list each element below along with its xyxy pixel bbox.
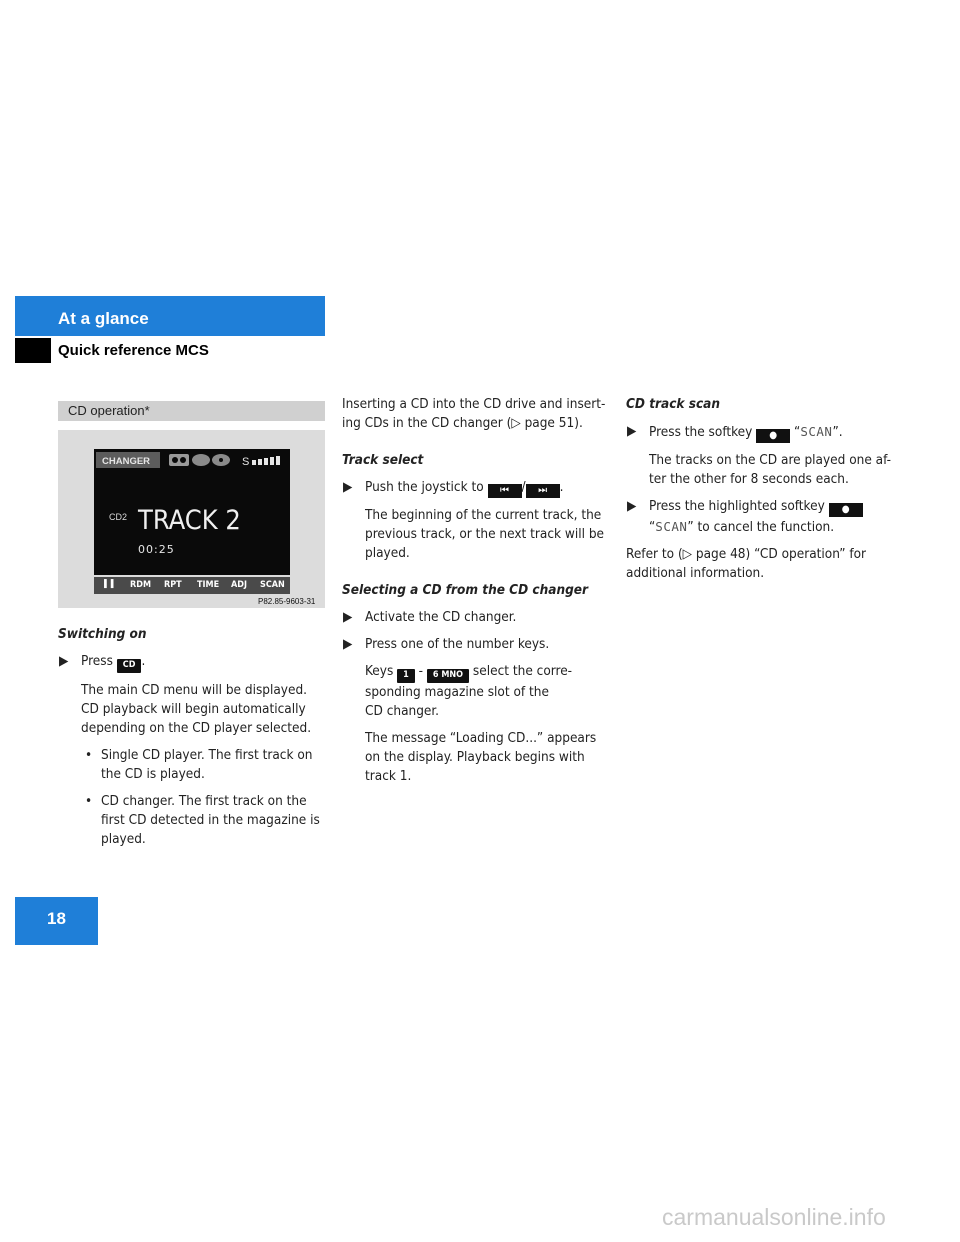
cd-display-screen: CHANGER S CD2 TRACK 2 00:25 xyxy=(94,449,290,575)
figure-reference: P82.85-9603-31 xyxy=(258,597,316,606)
cd-operation-reference: Refer to (▷ page 48) “CD operation” for … xyxy=(626,546,867,581)
step-arrow-icon: ▶ xyxy=(343,636,353,652)
softkey-bar: ❚❚ RDM RPT TIME ADJ SCAN xyxy=(94,577,290,594)
loading-message-description: The message “Loading CD...” appears on t… xyxy=(365,730,597,784)
signal-label: S xyxy=(242,456,249,468)
skip-back-icon: ⏮ xyxy=(487,484,522,498)
inserting-cd-intro: Inserting a CD into the CD drive and ins… xyxy=(342,396,606,431)
cd-display-svg: CHANGER S CD2 TRACK 2 00:25 xyxy=(94,449,290,575)
switching-on-description: The main CD menu will be displayed. CD p… xyxy=(81,682,312,736)
heading-track-scan: CD track scan xyxy=(626,396,720,412)
bullet-dot-icon: • xyxy=(85,747,93,763)
step-arrow-icon: ▶ xyxy=(627,498,637,514)
section-header-bar xyxy=(15,296,325,336)
scan-description: The tracks on the CD are played one af- … xyxy=(649,452,892,487)
track-select-description: The beginning of the current track, the … xyxy=(365,507,605,561)
step-push-joystick: ▶ Push the joystick to ⏮/⏭. xyxy=(343,479,564,498)
softkey-pause[interactable]: ❚❚ xyxy=(102,579,116,589)
track-display: TRACK 2 xyxy=(137,505,241,536)
changer-tab xyxy=(96,452,160,468)
number-keys-description: Keys 1 - 6 MNO select the corre- spondin… xyxy=(365,663,573,719)
column-switching-on: Switching on ▶ Press CD. The main CD men… xyxy=(58,625,330,849)
softkey-adj[interactable]: ADJ xyxy=(231,580,248,590)
subsection-marker xyxy=(15,338,51,363)
softkey-dot-icon: ● xyxy=(756,429,791,443)
skip-forward-icon: ⏭ xyxy=(525,484,560,498)
cd-number: CD2 xyxy=(109,512,127,522)
figure-caption-bar xyxy=(58,401,325,421)
softkey-rdm[interactable]: RDM xyxy=(130,580,152,590)
figure-caption: CD operation* xyxy=(68,403,150,418)
step-arrow-icon: ▶ xyxy=(343,479,353,495)
key-6-mno-icon: 6 MNO xyxy=(426,669,470,683)
media-icons xyxy=(169,454,230,466)
heading-track-select: Track select xyxy=(342,452,424,468)
heading-select-cd: Selecting a CD from the CD changer xyxy=(342,582,589,598)
step-cancel-scan: ▶ Press the highlighted softkey ● “SCAN”… xyxy=(626,497,916,537)
step-arrow-icon: ▶ xyxy=(59,653,69,669)
step-arrow-icon: ▶ xyxy=(343,609,353,625)
watermark: carmanualsonline.info xyxy=(662,1204,886,1230)
bullet-cd-changer: • CD changer. The first track on the fir… xyxy=(85,793,320,847)
step-press-number-key: ▶ Press one of the number keys. xyxy=(343,636,550,652)
heading-switching-on: Switching on xyxy=(58,626,147,642)
bullet-dot-icon: • xyxy=(85,793,93,809)
softkey-rpt[interactable]: RPT xyxy=(164,580,182,590)
column-track-select: Inserting a CD into the CD drive and ins… xyxy=(342,395,617,786)
step-activate-changer: ▶ Activate the CD changer. xyxy=(343,609,517,625)
page-number-box xyxy=(15,897,98,945)
softkey-dot-icon: ● xyxy=(828,503,863,517)
section-title: At a glance xyxy=(58,309,149,328)
cd-key-icon: CD xyxy=(116,659,142,673)
step-press-cd: ▶ Press CD. xyxy=(58,652,330,673)
page-number: 18 xyxy=(47,909,66,928)
key-1-icon: 1 xyxy=(397,669,415,683)
softkey-scan[interactable]: SCAN xyxy=(260,580,285,590)
signal-strength-icon xyxy=(252,456,280,465)
step-press-scan: ▶ Press the softkey ● “SCAN”. xyxy=(627,423,843,443)
bullet-single-cd: • Single CD player. The first track on t… xyxy=(85,747,313,782)
changer-label: CHANGER xyxy=(102,456,150,467)
column-track-scan: CD track scan ▶ Press the softkey ● “SCA… xyxy=(626,395,916,583)
step-arrow-icon: ▶ xyxy=(627,423,637,439)
track-time: 00:25 xyxy=(138,543,175,556)
softkey-time[interactable]: TIME xyxy=(197,580,220,590)
subsection-title: Quick reference MCS xyxy=(58,342,209,359)
